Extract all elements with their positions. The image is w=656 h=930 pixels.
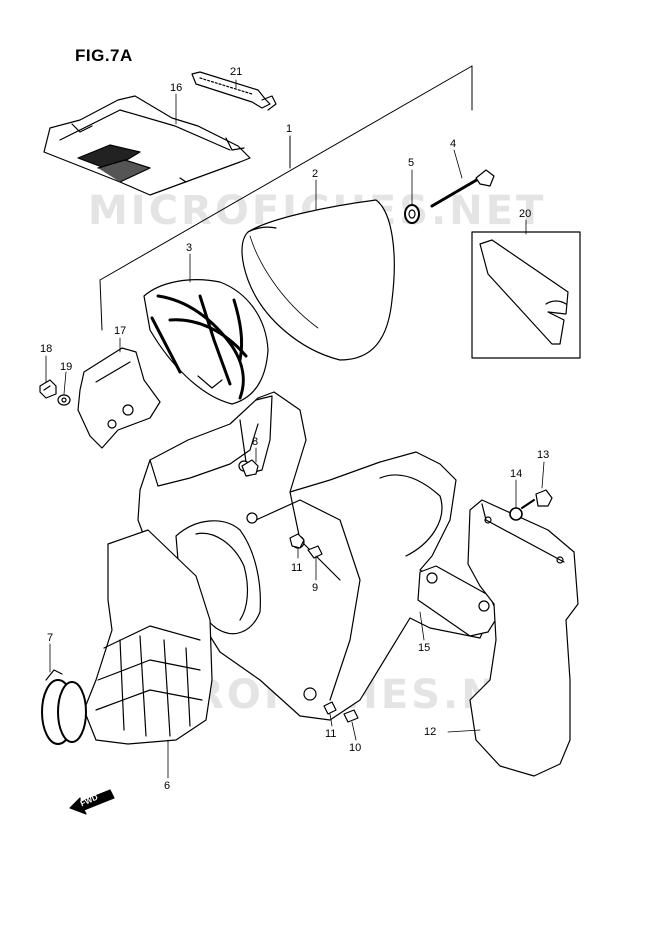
callout-12: 12 [424, 726, 437, 738]
part-2-filter-element [241, 199, 395, 361]
callout-2: 2 [312, 168, 319, 180]
part-1-bracket-lines [99, 65, 473, 331]
callout-16: 16 [170, 82, 183, 94]
callout-14: 14 [510, 468, 523, 480]
part-21-strap [191, 71, 277, 111]
part-8-screw [241, 459, 259, 477]
parts-18-19-screw-washer [39, 379, 71, 406]
parts-4-5-bolt-washer [404, 169, 495, 224]
callout-8: 8 [252, 436, 259, 448]
callout-21: 21 [230, 66, 243, 78]
callout-leaders [45, 79, 545, 779]
figure-title: FIG.7A [75, 46, 133, 65]
part-6-intake-boot [83, 529, 213, 745]
callout-6: 6 [164, 780, 171, 792]
callout-15: 15 [418, 642, 431, 654]
callout-5: 5 [408, 157, 415, 169]
part-3-filter-cage [143, 279, 269, 405]
callout-11-upper: 11 [291, 562, 303, 574]
callout-11-lower: 11 [325, 728, 337, 740]
callout-19: 19 [60, 361, 73, 373]
callout-3: 3 [186, 242, 193, 254]
fwd-arrow-icon [69, 789, 115, 815]
callout-18: 18 [40, 343, 53, 355]
callout-4: 4 [450, 138, 457, 150]
part-20-inset-box [471, 231, 581, 359]
callout-9: 9 [312, 582, 319, 594]
part-15-bracket [417, 565, 499, 637]
callout-7: 7 [47, 632, 54, 644]
part-17-side-bracket [77, 347, 161, 449]
callout-13: 13 [537, 449, 550, 461]
callout-1: 1 [286, 123, 293, 135]
part-16-cover-plate [43, 95, 251, 196]
callout-20: 20 [519, 208, 532, 220]
callout-10: 10 [349, 742, 362, 754]
callout-17: 17 [114, 325, 127, 337]
parts-9-10-11-fasteners [289, 533, 359, 723]
part-7-clamp [41, 669, 87, 745]
part-12-duct [467, 499, 579, 777]
